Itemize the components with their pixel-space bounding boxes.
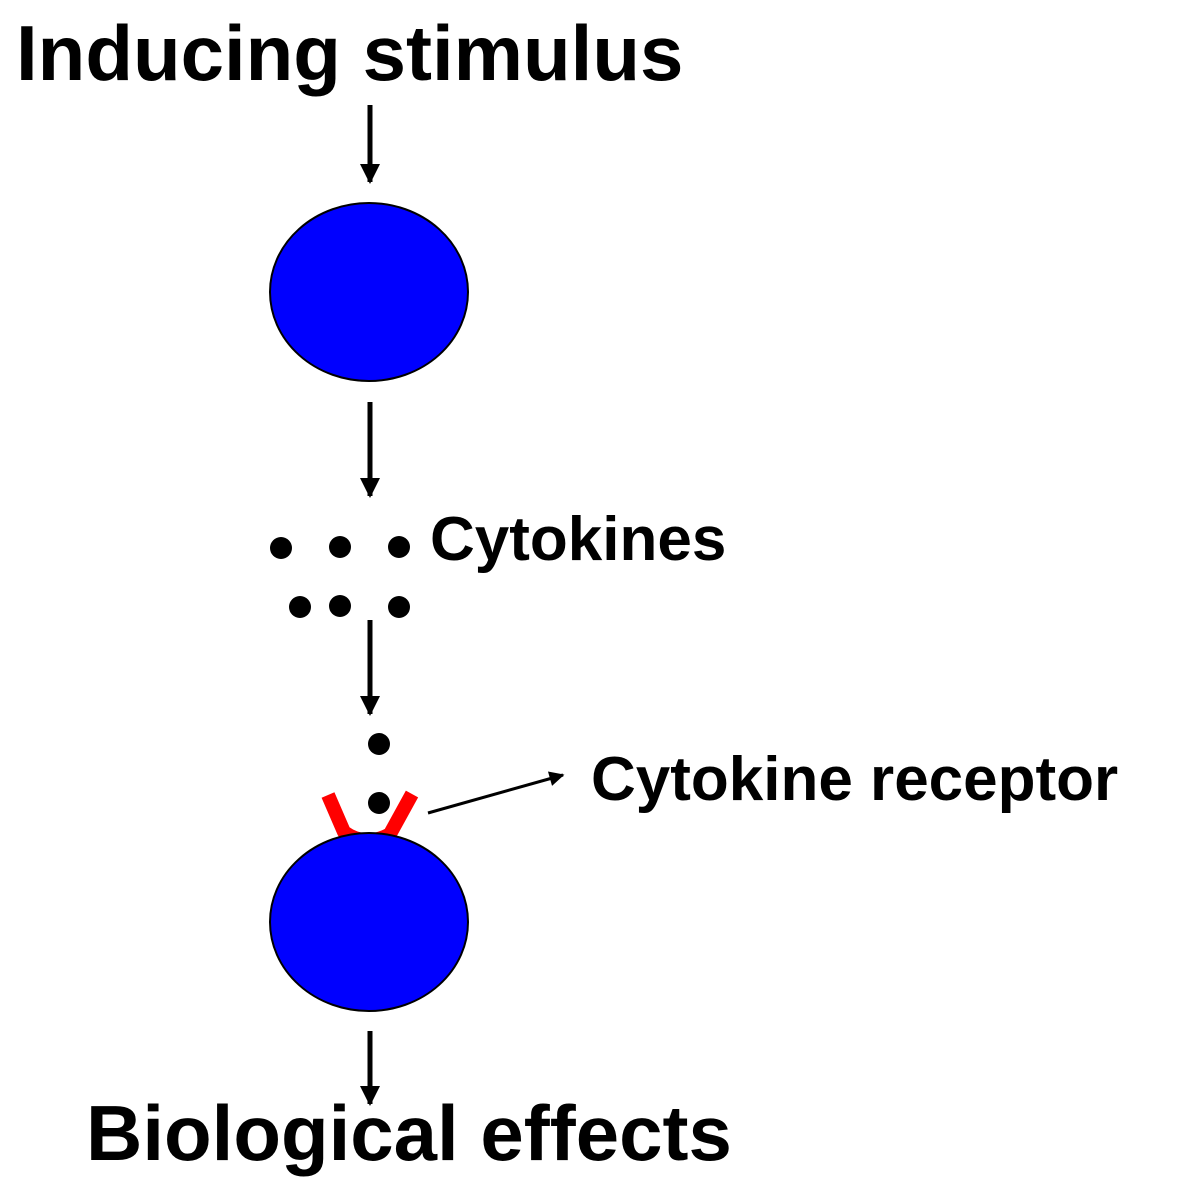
target-cell xyxy=(269,832,469,1012)
cytokine-receptor-label: Cytokine receptor xyxy=(591,745,1118,814)
cytokine-dot xyxy=(270,537,292,559)
cytokine-dot xyxy=(388,536,410,558)
producing-cell xyxy=(269,202,469,382)
cytokine-dot xyxy=(388,596,410,618)
cytokine-dot-bound xyxy=(368,792,390,814)
cytokine-dots xyxy=(270,536,410,618)
biological-effects-label: Biological effects xyxy=(86,1089,732,1177)
cytokines-label: Cytokines xyxy=(430,505,726,574)
inducing-stimulus-label: Inducing stimulus xyxy=(16,9,683,97)
cytokine-dot xyxy=(329,536,351,558)
arrow-receptor-pointer xyxy=(427,771,565,815)
cytokine-dot xyxy=(289,596,311,618)
cytokine-dot xyxy=(329,595,351,617)
cytokine-dot-approaching xyxy=(368,733,390,755)
